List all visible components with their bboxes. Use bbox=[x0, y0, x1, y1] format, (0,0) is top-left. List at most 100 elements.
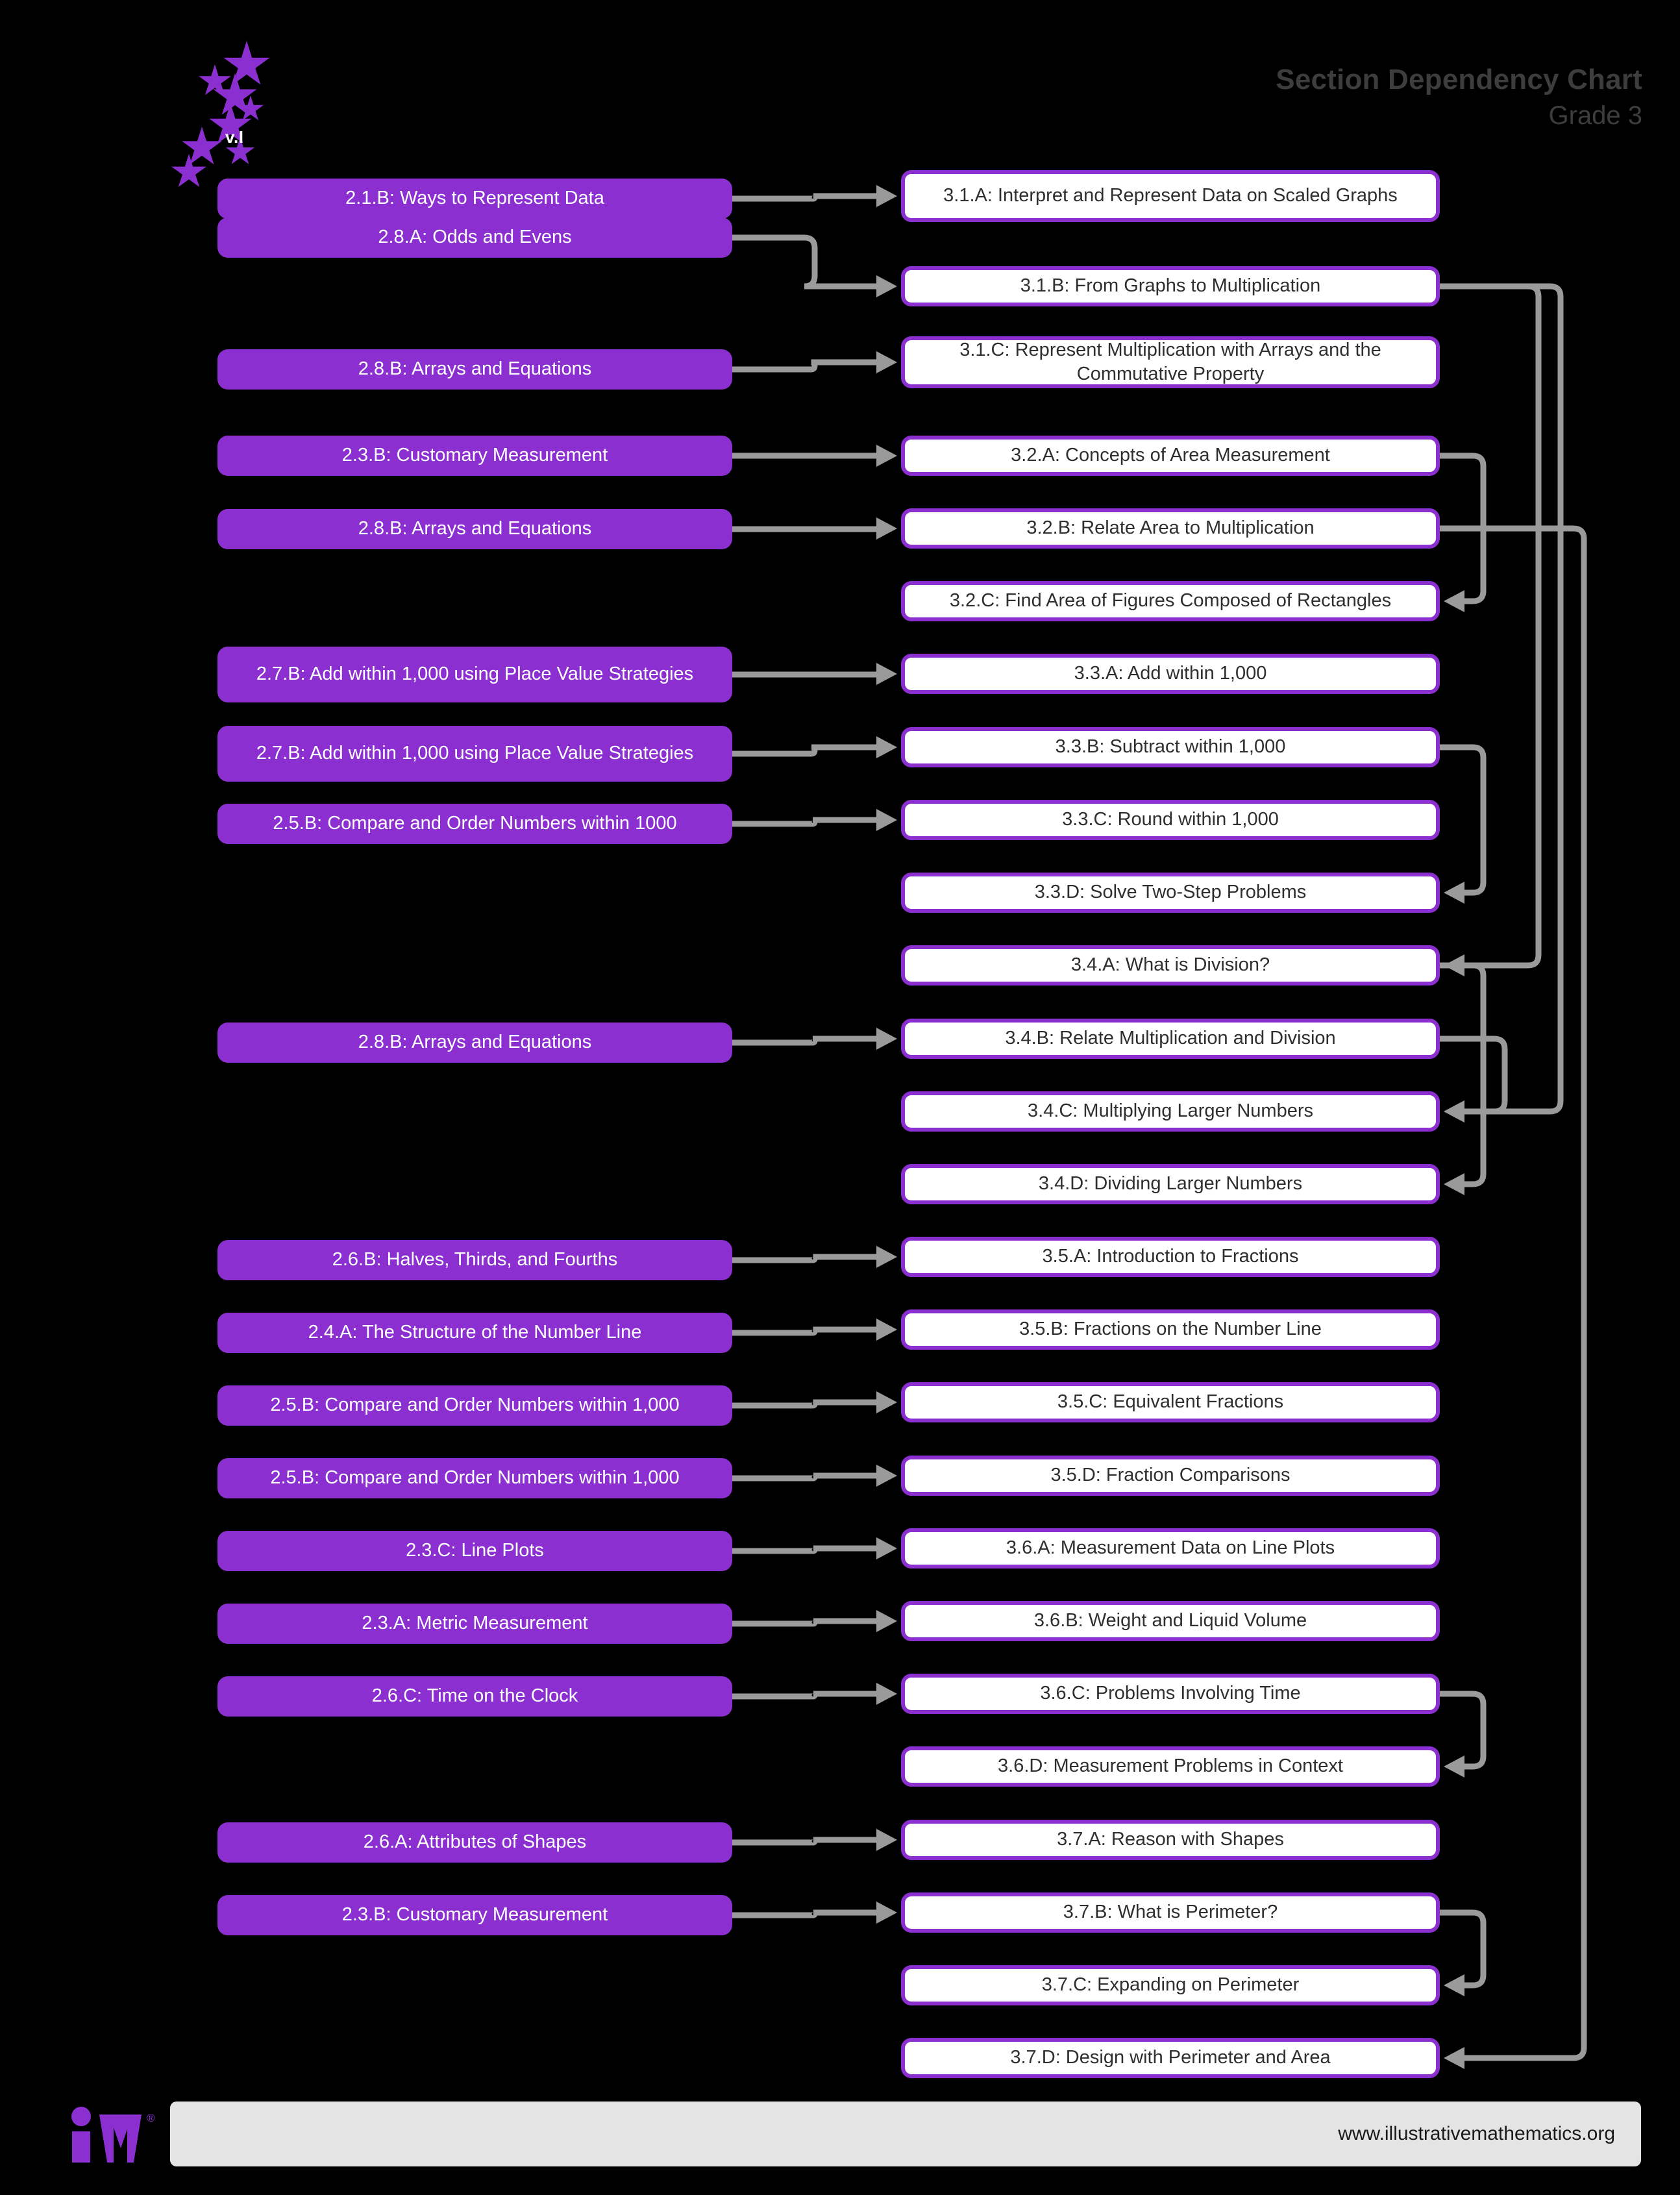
arrowhead-icon bbox=[876, 351, 897, 373]
dependency-arrow bbox=[1440, 525, 1587, 2061]
arrowhead-icon bbox=[876, 1683, 897, 1705]
node-label: 3.3.B: Subtract within 1,000 bbox=[1055, 736, 1286, 758]
node-label: 2.6.B: Halves, Thirds, and Fourths bbox=[332, 1249, 618, 1271]
grade3-section-node[interactable]: 3.7.A: Reason with Shapes bbox=[901, 1820, 1440, 1860]
grade3-section-node[interactable]: 3.2.B: Relate Area to Multiplication bbox=[901, 508, 1440, 549]
grade3-section-node[interactable]: 3.5.B: Fractions on the Number Line bbox=[901, 1309, 1440, 1350]
prerequisite-node[interactable]: 2.6.B: Halves, Thirds, and Fourths bbox=[217, 1240, 732, 1280]
dependency-arrow bbox=[732, 1691, 879, 1700]
arrowhead-icon bbox=[876, 185, 897, 207]
node-label: 2.5.B: Compare and Order Numbers within … bbox=[273, 813, 677, 834]
dependency-arrow bbox=[732, 1399, 879, 1409]
grade3-section-node[interactable]: 3.7.B: What is Perimeter? bbox=[901, 1892, 1440, 1933]
grade3-section-node[interactable]: 3.6.C: Problems Involving Time bbox=[901, 1674, 1440, 1714]
grade3-section-node[interactable]: 3.3.D: Solve Two-Step Problems bbox=[901, 873, 1440, 913]
arrowhead-icon bbox=[876, 736, 897, 758]
prerequisite-node[interactable]: 2.1.B: Ways to Represent Data bbox=[217, 179, 732, 219]
grade3-section-node[interactable]: 3.7.C: Expanding on Perimeter bbox=[901, 1965, 1440, 2005]
node-label: 3.6.B: Weight and Liquid Volume bbox=[1033, 1610, 1307, 1631]
arrowhead-icon bbox=[876, 1246, 897, 1268]
node-label: 3.3.C: Round within 1,000 bbox=[1062, 809, 1279, 830]
prerequisite-node[interactable]: 2.3.A: Metric Measurement bbox=[217, 1604, 732, 1644]
node-label: 3.7.D: Design with Perimeter and Area bbox=[1010, 2047, 1331, 2068]
prerequisite-node[interactable]: 2.3.C: Line Plots bbox=[217, 1531, 732, 1571]
node-label: 3.6.C: Problems Involving Time bbox=[1040, 1683, 1301, 1704]
grade3-section-node[interactable]: 3.3.A: Add within 1,000 bbox=[901, 654, 1440, 694]
node-label: 2.6.A: Attributes of Shapes bbox=[363, 1831, 587, 1853]
grade3-section-node[interactable]: 3.2.A: Concepts of Area Measurement bbox=[901, 436, 1440, 476]
im-logo-icon: ® bbox=[70, 2103, 155, 2163]
node-label: 2.3.A: Metric Measurement bbox=[362, 1613, 588, 1634]
prerequisite-node[interactable]: 2.6.A: Attributes of Shapes bbox=[217, 1822, 732, 1863]
dependency-arrow bbox=[732, 744, 879, 757]
arrowhead-icon bbox=[876, 445, 897, 467]
arrowhead-icon bbox=[1444, 2047, 1464, 2069]
grade3-section-node[interactable]: 3.4.C: Multiplying Larger Numbers bbox=[901, 1091, 1440, 1132]
prerequisite-node[interactable]: 2.5.B: Compare and Order Numbers within … bbox=[217, 804, 732, 844]
grade3-section-node[interactable]: 3.4.B: Relate Multiplication and Divisio… bbox=[901, 1019, 1440, 1059]
node-label: 2.8.B: Arrays and Equations bbox=[358, 518, 592, 539]
node-label: 2.5.B: Compare and Order Numbers within … bbox=[270, 1467, 680, 1489]
node-label: 2.7.B: Add within 1,000 using Place Valu… bbox=[256, 663, 694, 685]
dependency-arrow bbox=[732, 817, 879, 827]
prerequisite-node[interactable]: 2.3.B: Customary Measurement bbox=[217, 436, 732, 476]
node-label: 3.2.B: Relate Area to Multiplication bbox=[1026, 517, 1315, 539]
dependency-arrow bbox=[1440, 453, 1487, 604]
prerequisite-node[interactable]: 2.5.B: Compare and Order Numbers within … bbox=[217, 1458, 732, 1498]
page-subtitle: Grade 3 bbox=[1548, 101, 1642, 130]
dependency-arrow bbox=[732, 1909, 879, 1918]
grade3-section-node[interactable]: 3.6.A: Measurement Data on Line Plots bbox=[901, 1528, 1440, 1569]
star-icon bbox=[171, 154, 206, 187]
prerequisite-node[interactable]: 2.8.B: Arrays and Equations bbox=[217, 349, 732, 390]
node-label: 3.6.A: Measurement Data on Line Plots bbox=[1006, 1537, 1335, 1559]
node-label: 2.3.C: Line Plots bbox=[406, 1540, 544, 1561]
registered-trademark-icon: ® bbox=[147, 2112, 155, 2124]
grade3-section-node[interactable]: 3.6.B: Weight and Liquid Volume bbox=[901, 1601, 1440, 1641]
prerequisite-node[interactable]: 2.4.A: The Structure of the Number Line bbox=[217, 1313, 732, 1353]
dependency-arrow bbox=[732, 359, 879, 373]
node-label: 2.8.B: Arrays and Equations bbox=[358, 358, 592, 380]
node-label: 2.1.B: Ways to Represent Data bbox=[345, 188, 604, 209]
grade3-section-node[interactable]: 3.2.C: Find Area of Figures Composed of … bbox=[901, 581, 1440, 621]
grade3-section-node[interactable]: 3.1.C: Represent Multiplication with Arr… bbox=[901, 336, 1440, 388]
arrowhead-icon bbox=[1444, 1755, 1464, 1778]
prerequisite-node[interactable]: 2.3.B: Customary Measurement bbox=[217, 1895, 732, 1935]
arrowhead-icon bbox=[876, 1391, 897, 1413]
node-label: 2.8.A: Odds and Evens bbox=[378, 227, 572, 248]
grade3-section-node[interactable]: 3.5.C: Equivalent Fractions bbox=[901, 1382, 1440, 1422]
prerequisite-node[interactable]: 2.7.B: Add within 1,000 using Place Valu… bbox=[217, 647, 732, 702]
grade3-section-node[interactable]: 3.1.B: From Graphs to Multiplication bbox=[901, 266, 1440, 306]
prerequisite-node[interactable]: 2.8.B: Arrays and Equations bbox=[217, 1023, 732, 1063]
arrowhead-icon bbox=[876, 517, 897, 539]
grade3-section-node[interactable]: 3.5.A: Introduction to Fractions bbox=[901, 1237, 1440, 1277]
logo-m-right bbox=[127, 2114, 142, 2163]
logo-m-left bbox=[99, 2114, 114, 2163]
node-label: 3.5.B: Fractions on the Number Line bbox=[1019, 1319, 1322, 1340]
node-label: 3.5.A: Introduction to Fractions bbox=[1042, 1246, 1299, 1267]
grade3-section-node[interactable]: 3.4.A: What is Division? bbox=[901, 945, 1440, 986]
footer-url[interactable]: www.illustrativemathematics.org bbox=[1338, 2123, 1615, 2144]
grade3-section-node[interactable]: 3.6.D: Measurement Problems in Context bbox=[901, 1746, 1440, 1787]
grade3-section-node[interactable]: 3.5.D: Fraction Comparisons bbox=[901, 1456, 1440, 1496]
grade3-section-node[interactable]: 3.7.D: Design with Perimeter and Area bbox=[901, 2038, 1440, 2078]
dependency-arrow bbox=[732, 193, 879, 202]
prerequisite-node[interactable]: 2.6.C: Time on the Clock bbox=[217, 1676, 732, 1717]
footer-bar: www.illustrativemathematics.org bbox=[170, 2102, 1641, 2166]
arrowhead-icon bbox=[876, 275, 897, 297]
grade3-section-node[interactable]: 3.3.C: Round within 1,000 bbox=[901, 800, 1440, 840]
node-label: 3.1.A: Interpret and Represent Data on S… bbox=[943, 185, 1398, 206]
prerequisite-node[interactable]: 2.7.B: Add within 1,000 using Place Valu… bbox=[217, 726, 732, 782]
logo-dot bbox=[71, 2107, 91, 2126]
prerequisite-node[interactable]: 2.5.B: Compare and Order Numbers within … bbox=[217, 1385, 732, 1426]
grade3-section-node[interactable]: 3.1.A: Interpret and Represent Data on S… bbox=[901, 170, 1440, 222]
grade3-section-node[interactable]: 3.4.D: Dividing Larger Numbers bbox=[901, 1164, 1440, 1204]
prerequisite-node[interactable]: 2.8.A: Odds and Evens bbox=[217, 217, 732, 258]
grade3-section-node[interactable]: 3.3.B: Subtract within 1,000 bbox=[901, 727, 1440, 767]
dependency-arrow bbox=[1440, 962, 1487, 1187]
node-label: 2.6.C: Time on the Clock bbox=[371, 1685, 578, 1707]
arrowhead-icon bbox=[1444, 1100, 1464, 1122]
node-label: 2.3.B: Customary Measurement bbox=[341, 445, 608, 466]
prerequisite-node[interactable]: 2.8.B: Arrays and Equations bbox=[217, 509, 732, 549]
node-label: 3.6.D: Measurement Problems in Context bbox=[998, 1755, 1343, 1777]
